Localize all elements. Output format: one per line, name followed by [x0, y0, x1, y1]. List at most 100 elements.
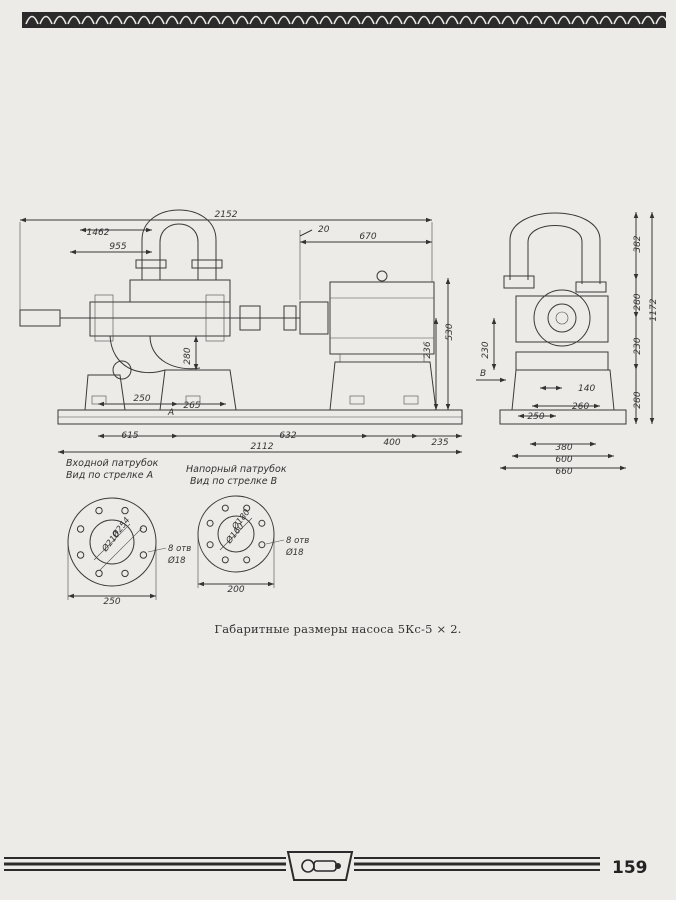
braid-segment [417, 15, 431, 25]
bolt-hole [243, 556, 251, 564]
braid-segment [347, 15, 361, 25]
inlet-holes-line2: Ø18 [167, 555, 186, 566]
inlet-holes-line1: 8 отв [168, 544, 191, 554]
bolt-hole [206, 541, 214, 549]
bolt-hole [139, 551, 148, 559]
dim-400: 400 [383, 438, 400, 448]
braid-segment [207, 15, 221, 25]
dim-20: 20 [318, 225, 330, 235]
braid-segment [109, 15, 123, 25]
outlet-title-line1: Напорный патрубок [186, 464, 287, 475]
dim-1172: 1172 [649, 298, 659, 321]
braid-segment [193, 15, 207, 25]
dim-140: 140 [578, 384, 595, 394]
braid-segment [333, 15, 347, 25]
dim-230-left: 230 [481, 341, 491, 358]
braid-segment [81, 15, 95, 25]
bolt-hole [76, 551, 85, 559]
top-border-ornament [22, 12, 666, 28]
braid-segment [151, 15, 165, 25]
bolt-hole [206, 519, 214, 527]
end-view: 382 280 230 280 1172 230 B 140 260 250 3… [476, 212, 659, 477]
bolt-hole [76, 525, 85, 533]
braid-segment [319, 15, 333, 25]
braid-segment [25, 15, 39, 25]
outlet-holes-line1: 8 отв [286, 536, 309, 546]
side-view: 2152 1462 955 20 670 530 236 280 250 265 [19, 209, 463, 455]
braid-segment [305, 15, 319, 25]
inlet-title-line2: Вид по стрелке А [66, 470, 153, 481]
dim-955: 955 [109, 242, 126, 252]
dim-380: 380 [555, 443, 572, 453]
bolt-hole [243, 504, 251, 512]
braid-segment [249, 15, 263, 25]
dim-632: 632 [279, 431, 296, 441]
braid-segment [641, 15, 655, 25]
braid-segment [263, 15, 277, 25]
dim-600: 600 [555, 455, 572, 465]
braid-segment [53, 15, 67, 25]
bolt-hole [95, 506, 103, 515]
braid-segment [95, 15, 109, 25]
bolt-hole [258, 519, 266, 527]
dim-280-upper: 280 [633, 293, 643, 310]
bolt-hole [221, 556, 229, 564]
braid-segment [627, 15, 641, 25]
dim-236: 236 [423, 341, 433, 358]
bolt-hole [121, 506, 129, 515]
page-number: 159 [612, 858, 648, 878]
arrow-a-label: A [167, 408, 174, 418]
braid-segment [165, 15, 179, 25]
braid-segment [67, 15, 81, 25]
braid-segment [179, 15, 193, 25]
braid-segment [291, 15, 305, 25]
braid-segment [599, 15, 613, 25]
braid-segment [277, 15, 291, 25]
braid-segment [473, 15, 487, 25]
braid-segment [235, 15, 249, 25]
outlet-width: 200 [227, 585, 244, 595]
dim-260: 260 [572, 402, 589, 412]
braid-segment [585, 15, 599, 25]
inlet-title-line1: Входной патрубок [66, 458, 159, 469]
dim-250-end: 250 [527, 412, 544, 422]
dim-530: 530 [445, 323, 455, 340]
braid-segment [613, 15, 627, 25]
braid-segment [431, 15, 445, 25]
braid-segment [403, 15, 417, 25]
braid-segment [557, 15, 571, 25]
dim-670: 670 [359, 232, 376, 242]
outlet-holes-line2: Ø18 [285, 547, 304, 558]
braid-segment [655, 15, 666, 25]
pump-emblem-icon [301, 859, 341, 873]
dim-2112: 2112 [251, 442, 274, 452]
inlet-width: 250 [103, 597, 120, 607]
braid-segment [221, 15, 235, 25]
braid-segment [543, 15, 557, 25]
arrow-b-label: B [480, 369, 486, 379]
outlet-title-line2: Вид по стрелке В [190, 476, 277, 487]
inlet-flange-view: Входной патрубок Вид по стрелке А Ø254 Ø… [66, 458, 191, 607]
braid-segment [445, 15, 459, 25]
braid-segment [501, 15, 515, 25]
dim-382: 382 [633, 235, 643, 252]
bolt-hole [139, 525, 148, 533]
bolt-hole [121, 569, 129, 578]
dim-615: 615 [121, 431, 138, 441]
dim-1462: 1462 [87, 228, 110, 238]
bolt-hole [258, 541, 266, 549]
braid-segment [137, 15, 151, 25]
dim-2152: 2152 [215, 210, 238, 220]
outlet-flange-view: Напорный патрубок Вид по стрелке В Ø180 … [186, 464, 309, 595]
dim-250: 250 [133, 394, 150, 404]
braid-segment [123, 15, 137, 25]
braid-segment [487, 15, 501, 25]
figure-caption: Габаритные размеры насоса 5Кс-5 × 2. [214, 622, 462, 636]
dim-660: 660 [555, 467, 572, 477]
pump-dimension-drawing: 2152 1462 955 20 670 530 236 280 250 265 [19, 209, 659, 607]
braid-segment [459, 15, 473, 25]
bolt-hole [95, 569, 103, 578]
braid-segment [571, 15, 585, 25]
dim-230-middle: 230 [633, 337, 643, 354]
